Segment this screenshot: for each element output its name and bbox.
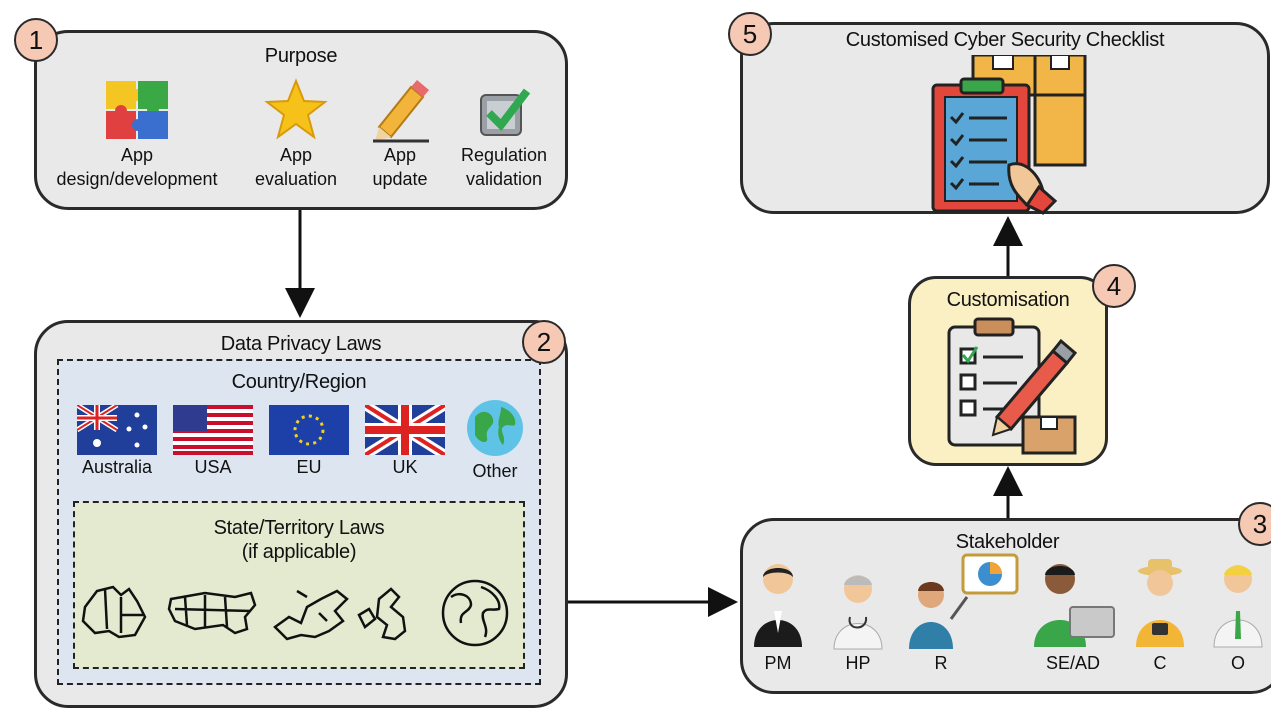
checklist-title: Customised Cyber Security Checklist	[845, 29, 1165, 51]
country-region-panel: Country/Region Australia	[57, 359, 541, 685]
purpose-label-regulation: Regulation validation	[460, 145, 548, 189]
data-privacy-laws-box: Data Privacy Laws Country/Region Austral…	[34, 320, 568, 708]
stakeholder-label-o: O	[1230, 653, 1245, 673]
country-uk: UK	[363, 405, 447, 479]
customisation-box: Customisation	[908, 276, 1108, 466]
globe-icon	[467, 400, 523, 456]
state-territory-title: State/Territory Laws	[213, 517, 385, 539]
country-label-uk: UK	[392, 457, 418, 477]
eu-flag-icon	[269, 405, 349, 455]
country-label-australia: Australia	[81, 457, 153, 477]
step-badge-5: 5	[728, 12, 772, 56]
purpose-label-update: App update	[372, 145, 428, 189]
checklist-box: Customised Cyber Security Checklist	[740, 22, 1270, 215]
purpose-title: Purpose	[264, 45, 338, 67]
stakeholder-pm: PM	[745, 559, 811, 675]
checklist-clipboard-icon	[931, 55, 1087, 215]
state-territory-panel: State/Territory Laws (if applicable)	[73, 501, 525, 669]
health-professional-avatar-icon	[833, 575, 883, 650]
researcher-avatar-icon	[909, 553, 1019, 649]
usa-map-icon	[167, 591, 257, 635]
country-label-usa: USA	[194, 457, 232, 477]
stakeholder-title: Stakeholder	[955, 531, 1060, 553]
star-icon	[264, 78, 328, 140]
stakeholder-se-ad: SE/AD	[1025, 559, 1121, 675]
consumer-avatar-icon	[1136, 559, 1184, 647]
purpose-item-update: App update	[355, 77, 445, 191]
country-usa: USA	[171, 405, 255, 479]
purpose-item-design: App design/development	[37, 77, 237, 191]
stakeholder-r: R	[903, 547, 1023, 675]
purpose-item-regulation: Regulation validation	[445, 77, 563, 191]
uk-flag-icon	[365, 405, 445, 455]
stakeholder-hp: HP	[825, 569, 891, 675]
puzzle-icon	[106, 81, 168, 139]
stakeholder-label-hp: HP	[845, 653, 871, 673]
checkbox-icon	[480, 88, 531, 136]
purpose-item-evaluation: App evaluation	[237, 77, 355, 191]
stakeholder-label-se-ad: SE/AD	[1045, 653, 1101, 673]
country-other: Other	[457, 397, 533, 483]
project-manager-avatar-icon	[754, 564, 802, 647]
state-map-icons	[81, 579, 509, 647]
clipboard-pencil-icon	[947, 317, 1078, 455]
australia-flag-icon	[77, 405, 157, 455]
pencil-icon	[373, 80, 429, 143]
step-badge-3: 3	[1238, 502, 1271, 546]
stakeholder-label-r: R	[934, 653, 948, 673]
step-badge-2: 2	[522, 320, 566, 364]
step-badge-4: 4	[1092, 264, 1136, 308]
country-region-title: Country/Region	[231, 371, 367, 393]
eu-map-icon	[273, 589, 349, 641]
stakeholder-o: O	[1205, 559, 1271, 675]
country-label-eu: EU	[296, 457, 322, 477]
country-label-other: Other	[472, 461, 518, 481]
usa-flag-icon	[173, 405, 253, 455]
purpose-label-evaluation: App evaluation	[254, 145, 338, 189]
other-stakeholder-avatar-icon	[1213, 565, 1263, 648]
country-eu: EU	[267, 405, 351, 479]
stakeholder-box: Stakeholder PM HP R SE/AD	[740, 518, 1271, 694]
stakeholder-label-c: C	[1153, 653, 1167, 673]
purpose-label-design: App design/development	[56, 145, 218, 189]
customisation-title: Customisation	[946, 289, 1070, 311]
state-territory-subtitle: (if applicable)	[241, 541, 357, 563]
world-map-icon	[441, 579, 509, 647]
country-australia: Australia	[75, 405, 159, 479]
australia-map-icon	[81, 585, 147, 639]
uk-map-icon	[357, 587, 407, 641]
stakeholder-label-pm: PM	[764, 653, 792, 673]
stakeholder-c: C	[1127, 557, 1193, 675]
software-engineer-avatar-icon	[1034, 564, 1115, 647]
purpose-box: Purpose App design/development App evalu…	[34, 30, 568, 210]
step-badge-1: 1	[14, 18, 58, 62]
data-privacy-laws-title: Data Privacy Laws	[220, 333, 382, 355]
